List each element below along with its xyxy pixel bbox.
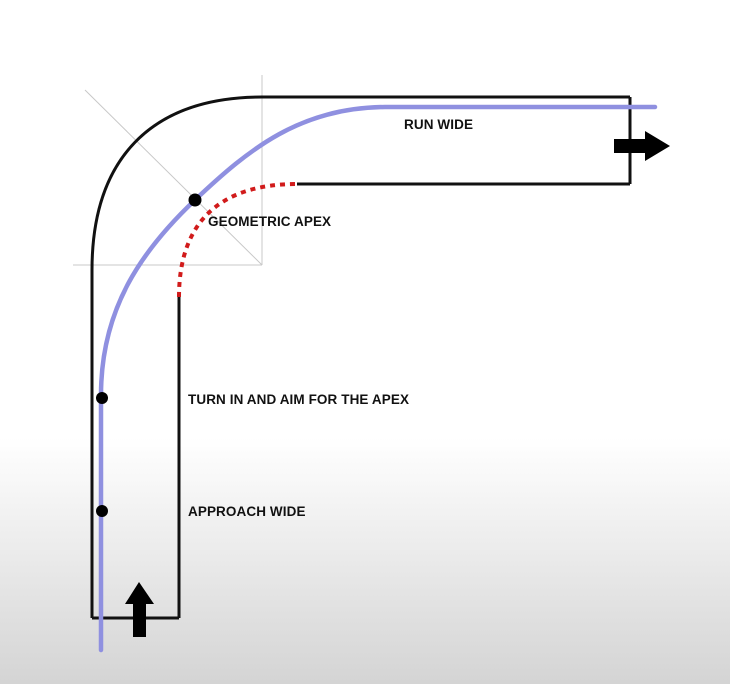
arrow-right-icon [614, 131, 670, 161]
arrow-up-icon [125, 582, 154, 637]
label-turn-in: TURN IN AND AIM FOR THE APEX [188, 392, 409, 407]
label-geometric-apex: GEOMETRIC APEX [208, 214, 331, 229]
geometric-apex-marker [188, 193, 202, 207]
label-run-wide: RUN WIDE [404, 117, 473, 132]
construction-diagonal-line [84, 89, 263, 266]
approach-wide-marker [96, 505, 108, 517]
construction-lines [73, 75, 263, 266]
track-outer-edge [90, 95, 630, 618]
turn-in-marker [96, 392, 108, 404]
label-approach-wide: APPROACH WIDE [188, 504, 306, 519]
apex-dotted-curb [177, 182, 298, 298]
